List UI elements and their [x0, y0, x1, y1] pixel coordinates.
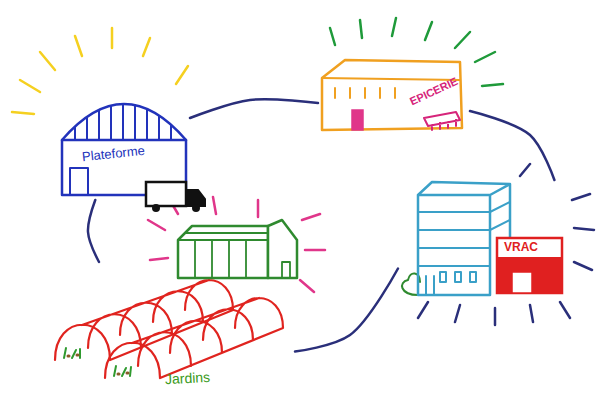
vrac-facade: [497, 258, 562, 293]
warehouse-roof: [62, 104, 186, 140]
shop-door: [352, 110, 363, 130]
greenhouse-tunnel: [55, 280, 233, 360]
building-name: Jardins: [165, 370, 211, 388]
building-name: VRAC: [504, 241, 538, 254]
plants: [64, 348, 131, 376]
sun-rays: [418, 164, 594, 325]
roof-ribs: [75, 104, 171, 140]
greenhouse-tunnel: [105, 298, 283, 378]
sun-rays: [12, 28, 188, 114]
shop-building: [322, 60, 462, 130]
supply-link: [190, 99, 318, 118]
garden-node: Jardins: [50, 262, 295, 390]
soil-dots: [68, 355, 128, 374]
shop-awning: [424, 112, 460, 130]
building-name: EPICERIE: [408, 75, 460, 108]
sun-rays: [148, 197, 325, 292]
truck-cab: [186, 190, 205, 206]
bulk-shop-node: VRAC: [398, 180, 568, 298]
building-name: Plateforme: [81, 144, 145, 165]
warehouse-door: [70, 168, 88, 195]
sun-rays: [330, 18, 503, 86]
supply-link: [470, 111, 554, 180]
supply-link: [295, 269, 398, 352]
supply-link: [88, 200, 99, 262]
truck-wheel: [192, 204, 200, 212]
warehouse-node: Plateforme: [62, 100, 190, 200]
vrac-door: [512, 272, 532, 293]
truck-wheel: [152, 204, 160, 212]
shop-node: EPICERIE: [318, 55, 470, 135]
truck-cargo: [146, 182, 186, 206]
shop-windows: [335, 88, 395, 98]
office-windows: [426, 272, 476, 295]
vrac-shop: [497, 238, 562, 293]
shop-roof-line: [322, 78, 460, 80]
barn-lines: [178, 233, 290, 278]
